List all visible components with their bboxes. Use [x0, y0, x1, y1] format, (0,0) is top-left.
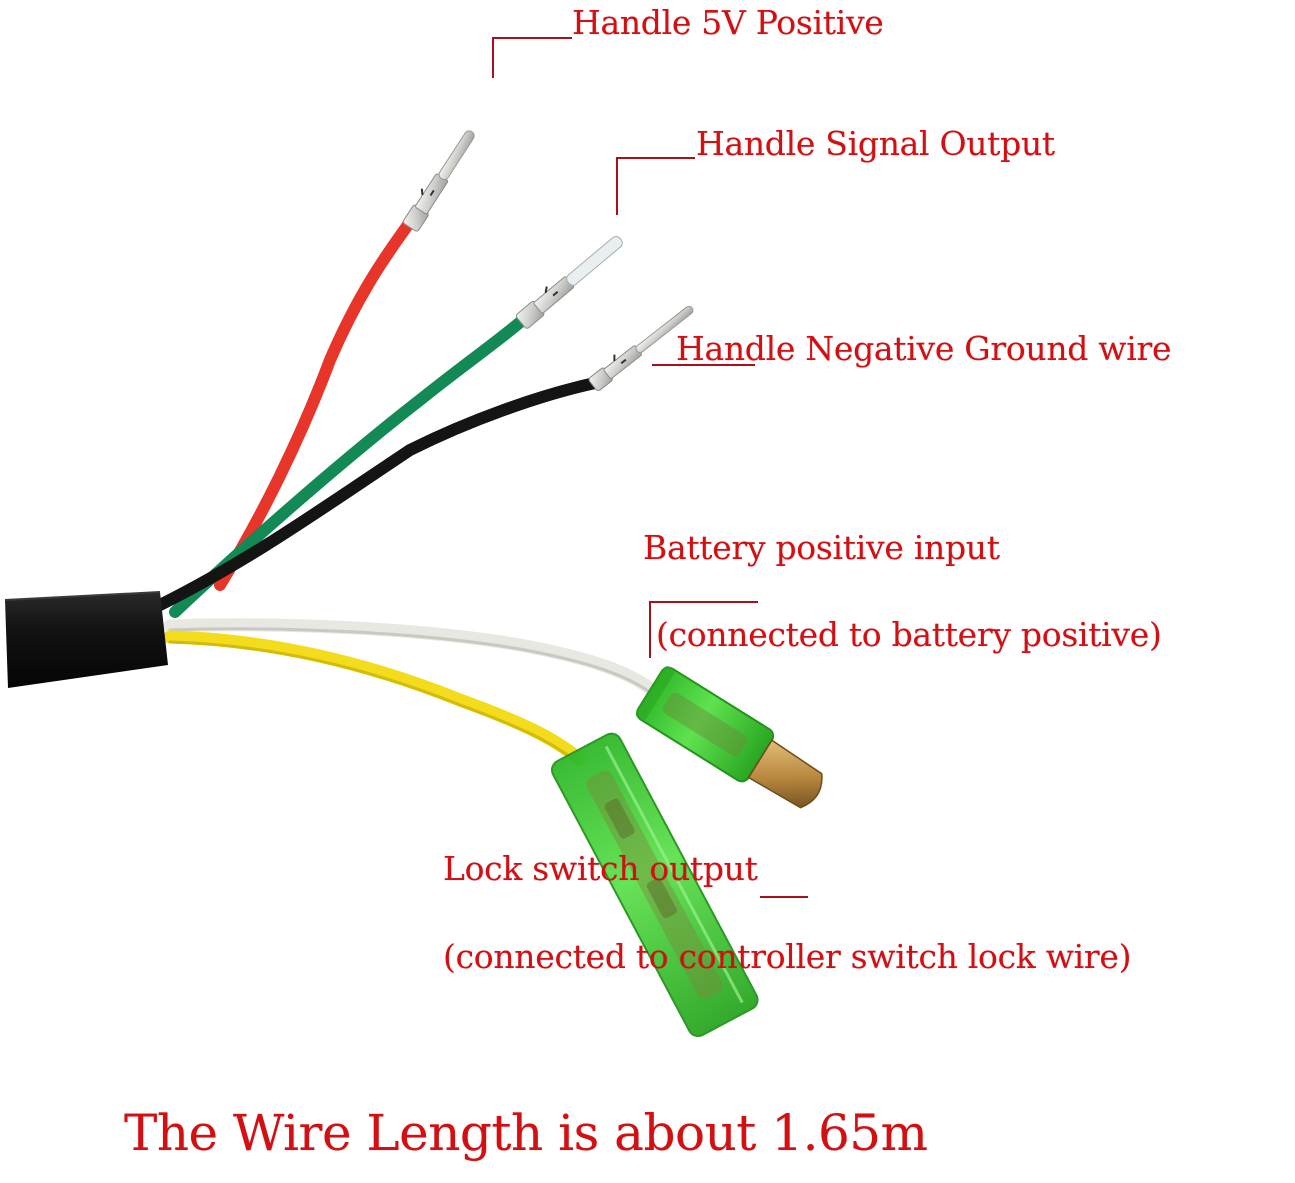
red-wire: [214, 216, 416, 591]
yellow-wire: [163, 630, 587, 767]
leader-handle-signal: [616, 157, 695, 215]
label-handle-signal-output: Handle Signal Output: [696, 124, 1055, 163]
black-wire-pin-terminal: [588, 305, 694, 392]
white-wire: [163, 618, 662, 699]
red-wire-pin-terminal: [402, 130, 475, 232]
lock-switch-bullet-connector: [550, 732, 759, 1038]
label-lock-switch-output: Lock switch output: [443, 849, 758, 888]
cable-sheath: [4, 591, 168, 688]
leader-lines: [492, 37, 808, 898]
leader-handle-5v: [492, 37, 572, 78]
wire-bundle: [154, 216, 662, 767]
label-handle-negative-ground: Handle Negative Ground wire: [676, 329, 1172, 368]
black-wire: [154, 377, 601, 611]
caption-wire-length: The Wire Length is about 1.65m: [124, 1104, 928, 1162]
white-wire-shade: [168, 627, 657, 698]
leader-battery-positive: [649, 601, 758, 658]
yellow-wire-shade: [168, 640, 582, 767]
label-lock-switch-note: (connected to controller switch lock wir…: [443, 937, 1132, 976]
green-wire-pin-terminal: [515, 235, 623, 329]
label-handle-5v-positive: Handle 5V Positive: [572, 3, 884, 42]
battery-bullet-connector: [635, 666, 823, 809]
label-battery-positive-input: Battery positive input: [643, 528, 1000, 567]
label-battery-positive-note: (connected to battery positive): [656, 615, 1162, 654]
